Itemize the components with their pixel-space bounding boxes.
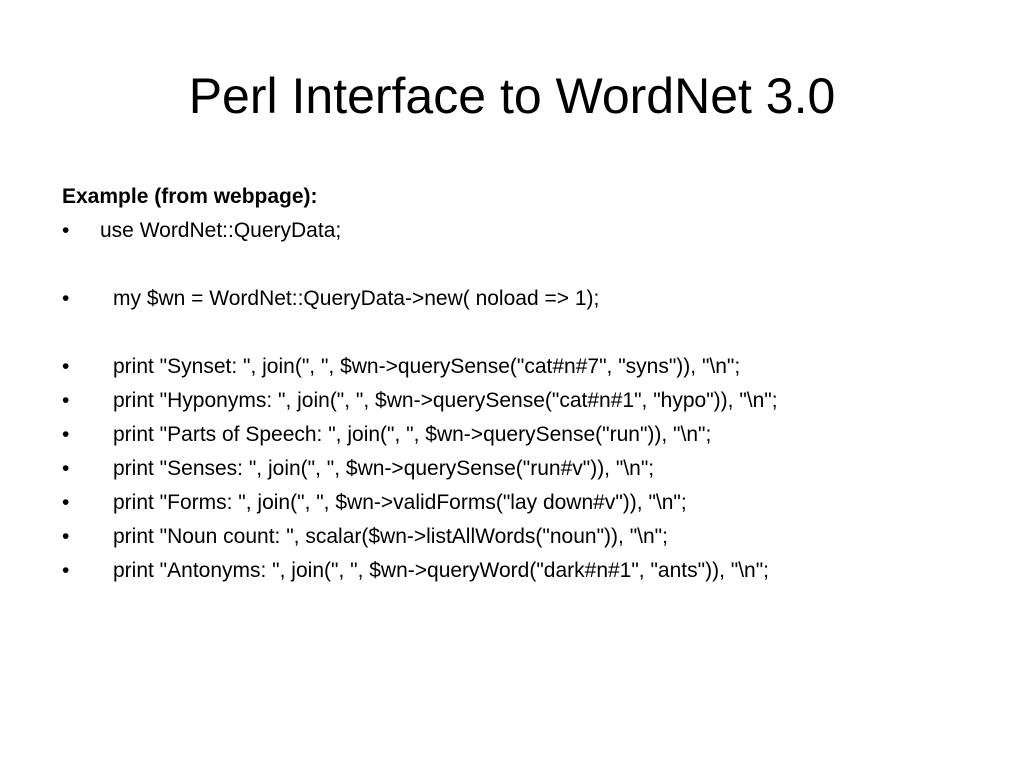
bullet-icon: • xyxy=(62,355,70,378)
bullet-icon: • xyxy=(62,423,70,446)
list-item: • use WordNet::QueryData; xyxy=(62,214,1002,248)
code-bullet-list: • use WordNet::QueryData; • my $wn = Wor… xyxy=(62,214,1002,588)
bullet-icon: • xyxy=(62,559,70,582)
list-item: • print "Synset: ", join(", ", $wn->quer… xyxy=(62,350,1002,384)
code-line: print "Hyponyms: ", join(", ", $wn->quer… xyxy=(113,389,778,412)
code-line: print "Noun count: ", scalar($wn->listAl… xyxy=(113,525,668,548)
bullet-icon: • xyxy=(62,389,70,412)
bullet-icon: • xyxy=(62,491,70,514)
code-line: print "Senses: ", join(", ", $wn->queryS… xyxy=(113,457,655,480)
list-item: • my $wn = WordNet::QueryData->new( nolo… xyxy=(62,282,1002,316)
code-line: print "Synset: ", join(", ", $wn->queryS… xyxy=(113,355,741,378)
list-item: • print "Hyponyms: ", join(", ", $wn->qu… xyxy=(62,384,1002,418)
bullet-icon: • xyxy=(62,457,70,480)
bullet-icon: • xyxy=(62,287,70,310)
list-item: • print "Noun count: ", scalar($wn->list… xyxy=(62,520,1002,554)
code-line: print "Forms: ", join(", ", $wn->validFo… xyxy=(113,491,687,514)
bullet-icon: • xyxy=(62,219,70,242)
list-item: • print "Senses: ", join(", ", $wn->quer… xyxy=(62,452,1002,486)
example-heading: Example (from webpage): xyxy=(62,185,318,208)
code-line: print "Antonyms: ", join(", ", $wn->quer… xyxy=(113,559,769,582)
code-line: my $wn = WordNet::QueryData->new( noload… xyxy=(113,287,600,310)
bullet-icon: • xyxy=(62,525,70,548)
list-item: • print "Parts of Speech: ", join(", ", … xyxy=(62,418,1002,452)
list-item: • print "Forms: ", join(", ", $wn->valid… xyxy=(62,486,1002,520)
code-line: print "Parts of Speech: ", join(", ", $w… xyxy=(113,423,712,446)
slide-body: Example (from webpage): • use WordNet::Q… xyxy=(62,180,1002,588)
blank-line xyxy=(62,316,1002,350)
list-item: • print "Antonyms: ", join(", ", $wn->qu… xyxy=(62,554,1002,588)
blank-line xyxy=(62,248,1002,282)
code-line: use WordNet::QueryData; xyxy=(100,219,342,242)
slide-title: Perl Interface to WordNet 3.0 xyxy=(188,68,836,124)
